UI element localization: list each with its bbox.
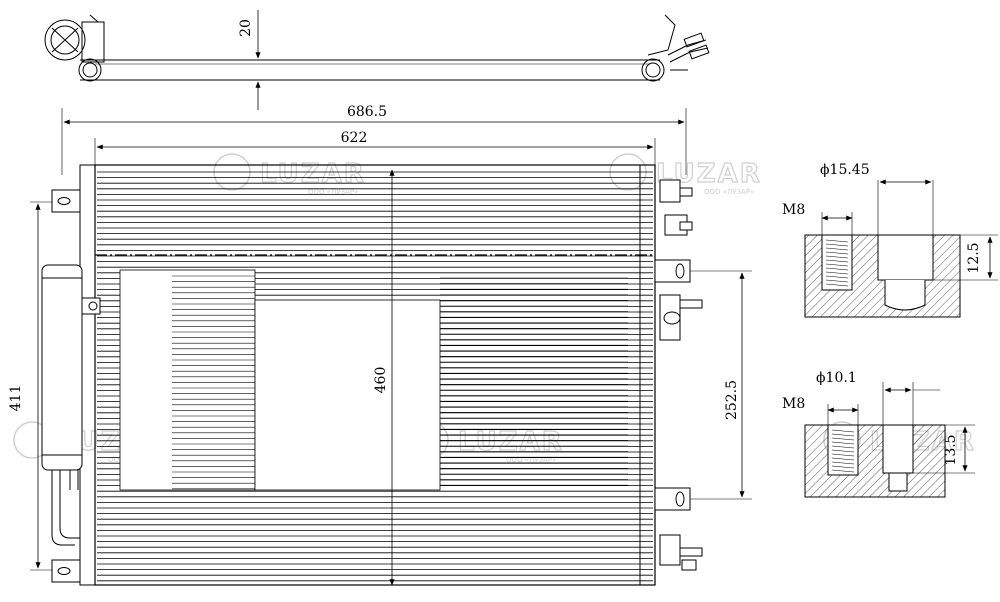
fitting1-thread-label: M8 bbox=[782, 202, 805, 218]
dimension-core-height: 460 bbox=[373, 169, 395, 586]
watermark-top-left: LUZAR ООО «ЛУЗАР» bbox=[213, 153, 366, 196]
watermark-tagline: ООО «ЛУЗАР» bbox=[308, 188, 358, 196]
dimension-overall-height-label: 411 bbox=[8, 385, 24, 412]
fitting2-bore-label: ϕ10.1 bbox=[816, 370, 857, 386]
watermark-tagline: ООО «ЛУЗАР» bbox=[506, 456, 556, 464]
receiver-drier-top-icon bbox=[44, 19, 86, 61]
core-panel-lines bbox=[172, 275, 628, 490]
receiver-drier bbox=[41, 264, 83, 546]
fitting-top bbox=[659, 179, 681, 203]
top-view bbox=[44, 14, 710, 82]
dimension-core-width-label: 622 bbox=[341, 130, 368, 146]
core-panel-center bbox=[254, 299, 441, 491]
bracket-mid-right bbox=[654, 259, 691, 283]
dimension-bracket-spacing-label: 252.5 bbox=[724, 380, 740, 420]
dimension-top-depth-label: 20 bbox=[238, 19, 254, 37]
dimension-top-depth: 20 bbox=[238, 10, 261, 110]
fitting1-depth-label: 12.5 bbox=[966, 242, 982, 273]
bracket-bottom-left bbox=[51, 559, 81, 583]
watermark-brand: LUZAR bbox=[260, 159, 366, 189]
thread-2 bbox=[831, 429, 855, 473]
fitting1-bore-label: ϕ15.45 bbox=[820, 162, 870, 178]
dimension-overall-width: 686.5 bbox=[61, 104, 687, 175]
dimension-overall-width-label: 686.5 bbox=[347, 104, 387, 120]
core-panel-left bbox=[119, 269, 256, 491]
thread-1 bbox=[825, 239, 849, 287]
fitting-detail-1 bbox=[804, 179, 998, 318]
bracket-top-left bbox=[51, 189, 81, 213]
fitting2-depth-label: 13.5 bbox=[943, 434, 959, 465]
dimension-core-width: 622 bbox=[94, 130, 656, 170]
left-brackets bbox=[51, 189, 101, 583]
watermark-brand: LUZAR bbox=[458, 427, 564, 457]
watermark-tagline: ООО «ЛУЗАР» bbox=[704, 188, 754, 196]
fitting2-thread-label: M8 bbox=[782, 396, 805, 412]
dimension-core-height-label: 460 bbox=[373, 367, 389, 394]
condenser-core bbox=[79, 164, 656, 586]
dimension-bracket-spacing: 252.5 bbox=[690, 270, 752, 500]
bracket-low-right bbox=[654, 487, 691, 511]
right-brackets bbox=[654, 179, 703, 571]
dimension-overall-height: 411 bbox=[8, 201, 52, 571]
fitting-detail-2 bbox=[804, 382, 975, 498]
